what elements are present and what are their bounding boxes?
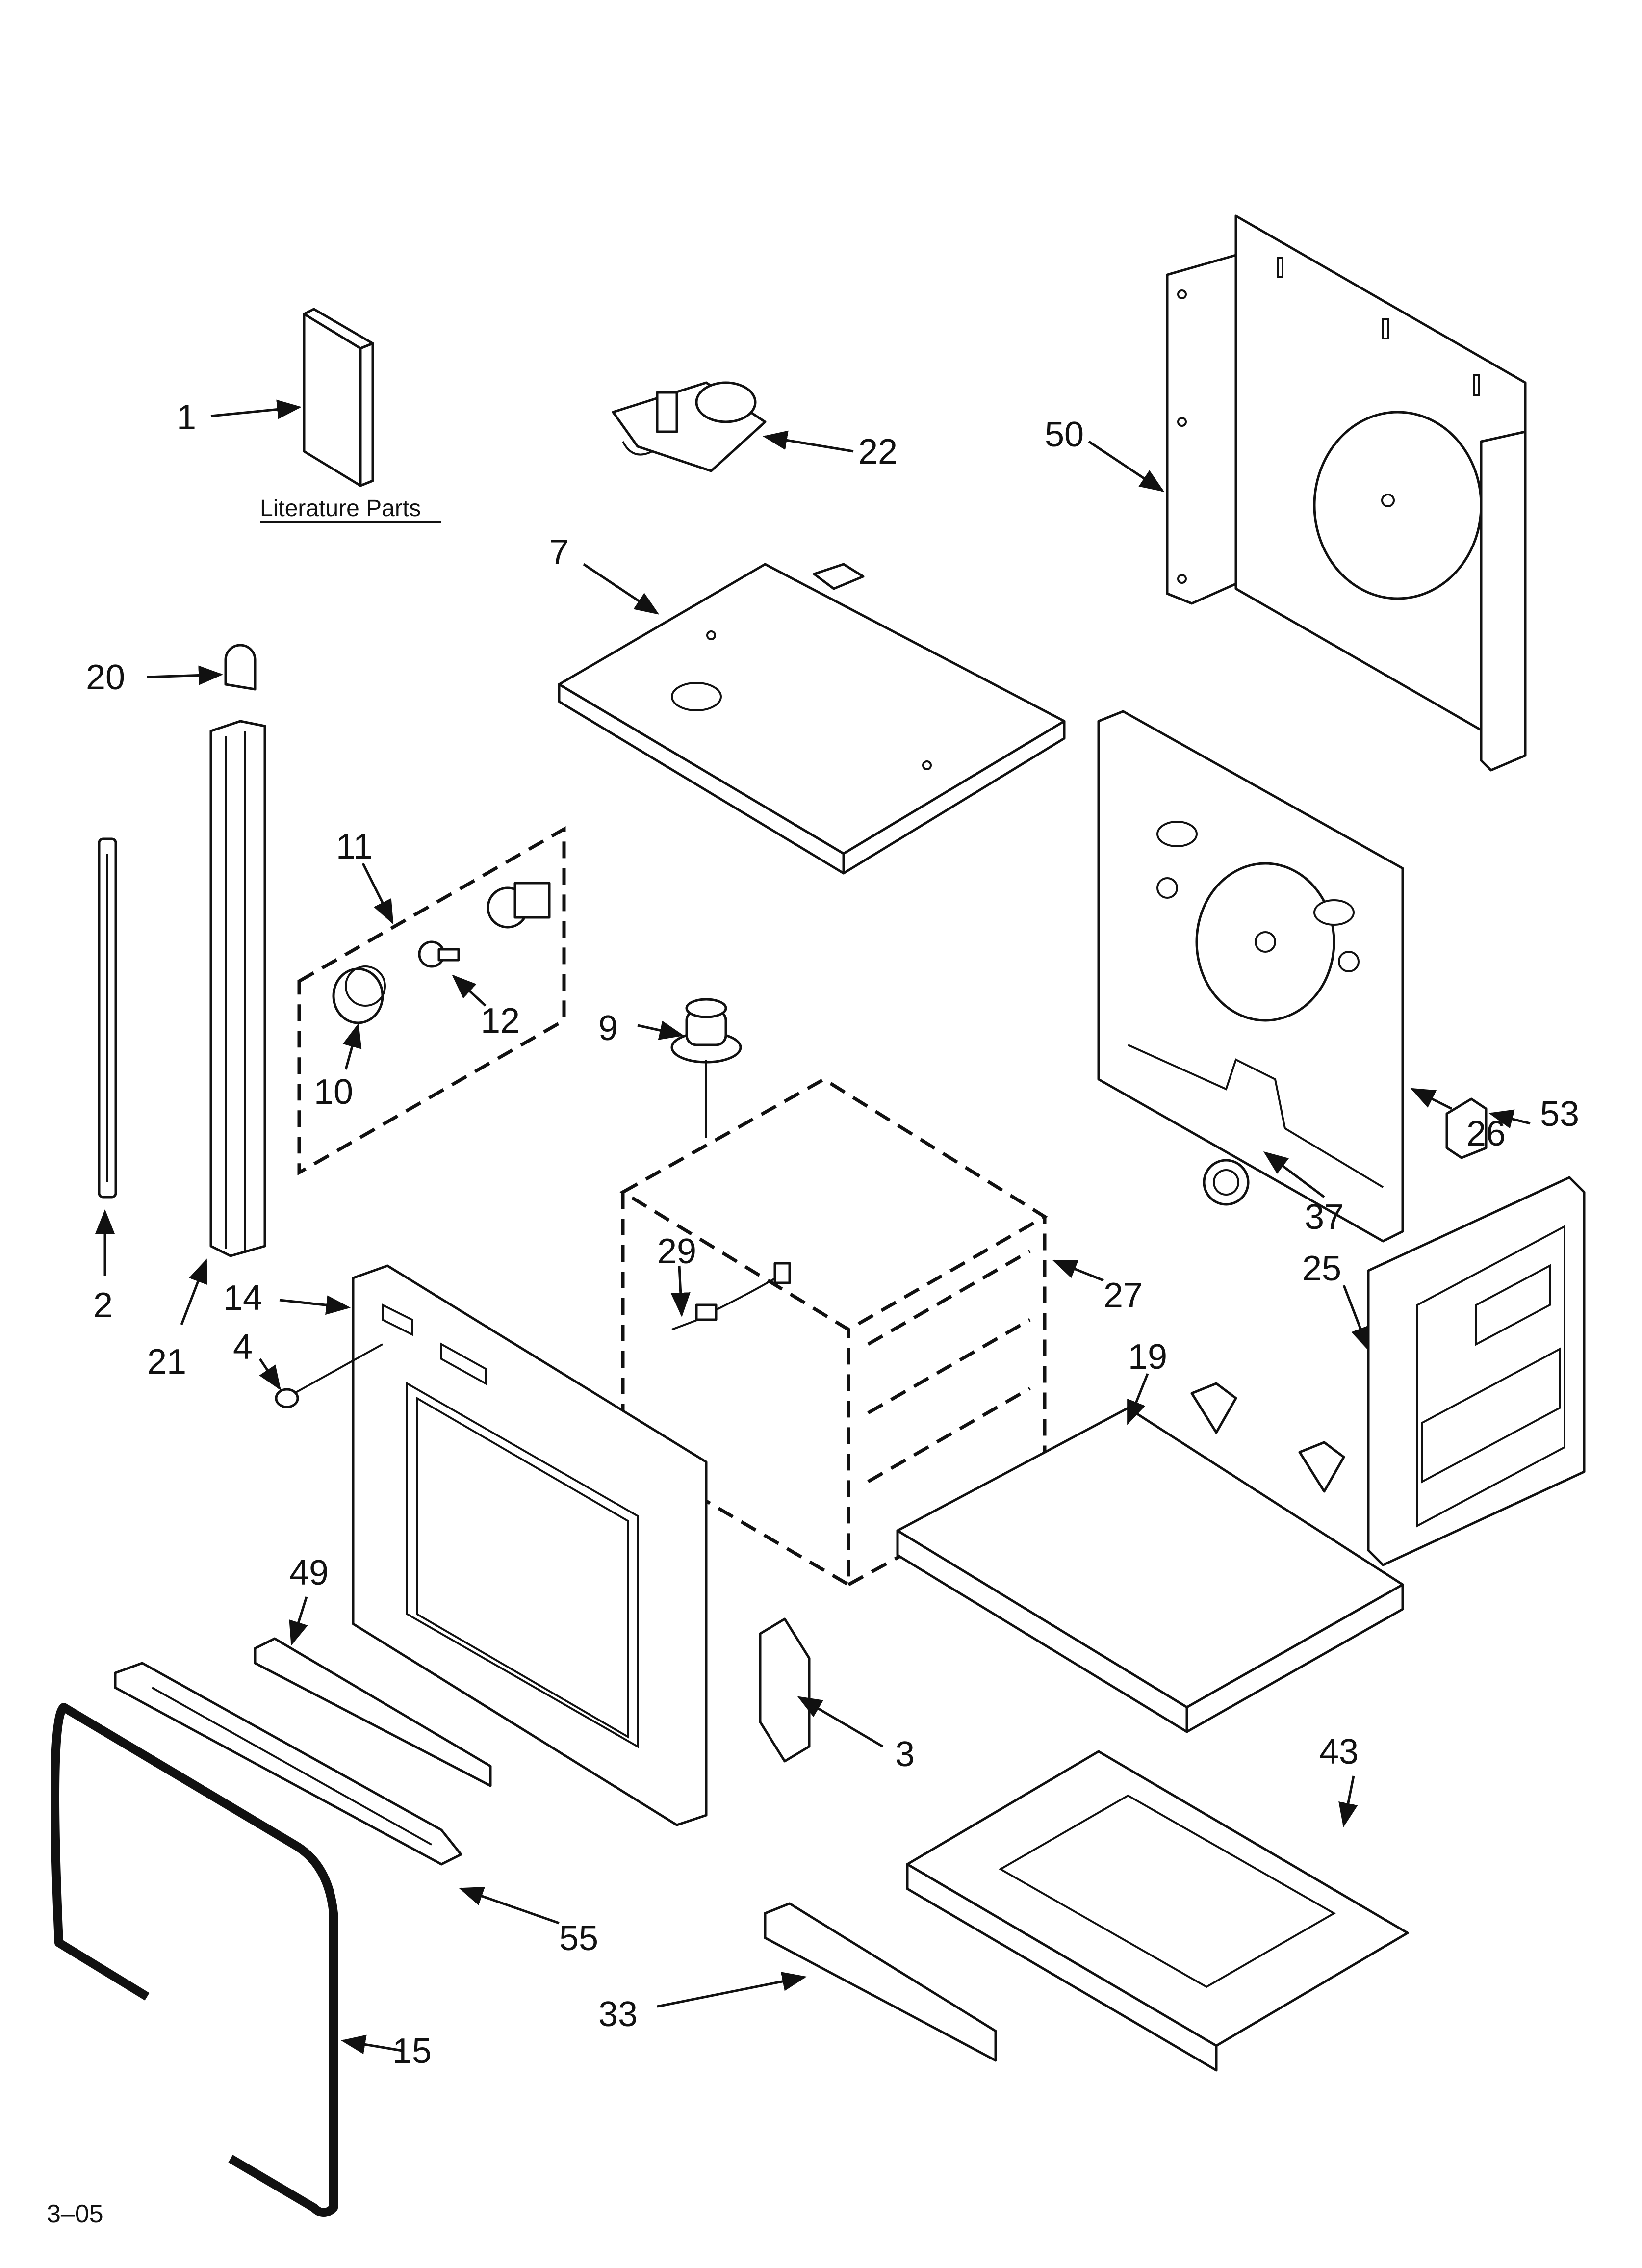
part-55-vent-trim [114, 1662, 462, 1866]
callout-labels: 1 22 50 7 20 11 12 10 9 2 21 14 4 29 27 … [86, 398, 1579, 2071]
callout-55: 55 [559, 1919, 598, 1958]
callout-22: 22 [858, 432, 898, 471]
leader-43 [1338, 1775, 1358, 1827]
leader-11 [361, 862, 394, 925]
leader-4 [258, 1358, 281, 1391]
leader-12 [452, 974, 487, 1007]
part-22-timer-module [612, 381, 767, 472]
callout-21: 21 [147, 1342, 186, 1382]
literature-parts-label: Literature Parts [260, 495, 421, 521]
part-11-light-socket [487, 882, 551, 929]
part-14-front-frame [352, 1264, 708, 1826]
part-4-screw [275, 1343, 383, 1408]
part-43-bottom-tray [906, 1750, 1409, 2072]
leader-25 [1342, 1285, 1370, 1352]
leader-lines [95, 399, 1531, 2055]
leader-14 [279, 1295, 351, 1315]
leader-37 [1263, 1151, 1325, 1198]
callout-26: 26 [1466, 1114, 1506, 1153]
part-21-side-rail [209, 720, 266, 1257]
leader-33 [657, 1972, 807, 2008]
callout-37: 37 [1305, 1198, 1344, 1237]
part-50-rear-panel [1166, 214, 1527, 772]
part-10-light-lens [332, 965, 386, 1024]
leader-7 [583, 563, 660, 615]
callout-49: 49 [289, 1553, 329, 1592]
callout-14: 14 [223, 1278, 262, 1318]
part-25-side-panel [1367, 1176, 1586, 1566]
part-2-side-trim [98, 837, 117, 1199]
leader-50 [1088, 440, 1165, 492]
callout-29: 29 [657, 1232, 696, 1271]
callout-53: 53 [1540, 1095, 1579, 1134]
callout-20: 20 [86, 658, 125, 697]
callout-25: 25 [1302, 1249, 1341, 1288]
callout-11: 11 [336, 827, 373, 866]
leader-49 [289, 1596, 308, 1646]
callout-2: 2 [93, 1286, 113, 1325]
callout-3: 3 [895, 1735, 915, 1774]
leader-55 [459, 1886, 560, 1925]
leader-20 [147, 665, 223, 685]
part-37-thermal-cutout [1203, 1159, 1250, 1206]
callout-9: 9 [598, 1009, 618, 1048]
part-12-light-bulb [418, 940, 460, 968]
leader-15 [341, 2034, 403, 2055]
callout-10: 10 [314, 1072, 353, 1112]
callout-19: 19 [1128, 1337, 1167, 1377]
leader-9 [637, 1020, 684, 1040]
part-29-wire-sensor [671, 1262, 791, 1330]
callout-1: 1 [177, 398, 196, 437]
callout-50: 50 [1045, 415, 1084, 454]
leader-27 [1052, 1259, 1104, 1282]
callout-33: 33 [598, 1995, 638, 2034]
footer-code: 3–05 [47, 2200, 103, 2228]
leader-19 [1127, 1373, 1149, 1425]
callout-15: 15 [392, 2032, 432, 2071]
part-19-bottom-panel [896, 1382, 1404, 1733]
callout-4: 4 [233, 1328, 253, 1367]
part-33-trim-channel [764, 1902, 997, 2062]
part-7-top-panel [558, 563, 1066, 875]
part-3-bracket [759, 1617, 811, 1763]
leader-21 [180, 1258, 207, 1325]
leader-1 [210, 399, 302, 419]
callout-43: 43 [1319, 1732, 1359, 1772]
part-15-door-gasket [51, 1703, 338, 2217]
leader-53 [1488, 1109, 1531, 1129]
callout-27: 27 [1103, 1276, 1143, 1315]
part-20-cap [224, 644, 257, 691]
leader-26 [1410, 1088, 1453, 1110]
part-49-strip [254, 1637, 492, 1787]
leader-29 [670, 1265, 691, 1317]
leader-22 [763, 430, 854, 453]
part-1-literature-book [303, 308, 374, 487]
leader-10 [342, 1023, 362, 1070]
part-53-clip [1445, 1097, 1488, 1159]
leader-3 [797, 1696, 884, 1748]
part-26-rear-inner-panel [1097, 710, 1404, 1243]
callout-12: 12 [481, 1001, 520, 1041]
part-9-sensor [670, 998, 742, 1138]
callout-7: 7 [549, 533, 569, 572]
